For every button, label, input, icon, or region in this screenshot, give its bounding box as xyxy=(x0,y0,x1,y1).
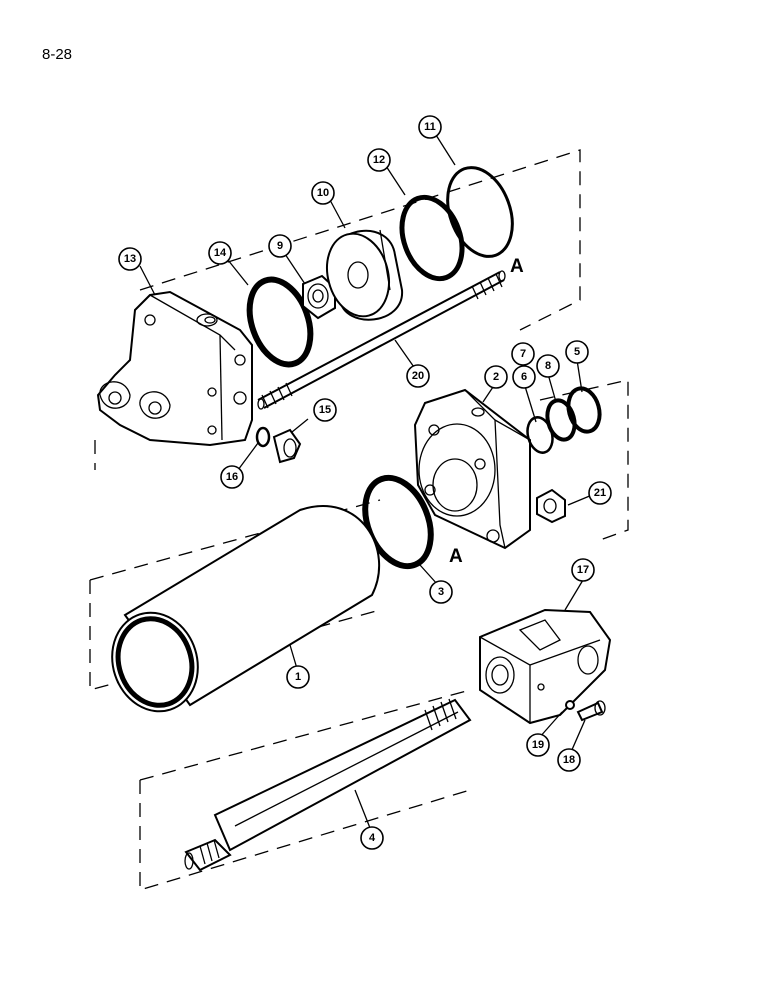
svg-text:1: 1 xyxy=(295,671,301,683)
rod-clevis xyxy=(479,608,612,725)
tie-rod xyxy=(257,270,506,410)
callout-6: 6 xyxy=(512,365,536,389)
svg-text:21: 21 xyxy=(594,487,606,499)
svg-text:6: 6 xyxy=(521,371,527,383)
tie-rod-nut xyxy=(536,488,566,524)
callout-13: 13 xyxy=(118,247,142,271)
svg-text:10: 10 xyxy=(317,187,329,199)
wiper-5 xyxy=(566,386,602,434)
callout-3: 3 xyxy=(429,580,453,604)
dashed-group-lower xyxy=(139,689,471,891)
rod-end-cap xyxy=(413,388,531,550)
svg-text:9: 9 xyxy=(277,240,283,252)
callout-16: 16 xyxy=(220,465,244,489)
callout-20: 20 xyxy=(406,364,430,388)
svg-text:17: 17 xyxy=(577,564,589,576)
callout-12: 12 xyxy=(367,148,391,172)
callout-8: 8 xyxy=(536,354,560,378)
svg-text:2: 2 xyxy=(493,371,499,383)
callout-19: 19 xyxy=(526,733,550,757)
callout-4: 4 xyxy=(360,826,384,850)
svg-text:7: 7 xyxy=(520,348,526,360)
svg-text:20: 20 xyxy=(412,370,424,382)
callout-1: 1 xyxy=(286,665,310,689)
dashed-group-upper xyxy=(94,149,581,470)
svg-text:13: 13 xyxy=(124,253,136,265)
callout-11: 11 xyxy=(418,115,442,139)
ball-19 xyxy=(565,700,575,710)
port-fitting xyxy=(272,428,302,464)
o-ring-16 xyxy=(255,426,271,448)
reference-mark-a-upper: A xyxy=(510,256,524,277)
svg-text:4: 4 xyxy=(369,832,376,844)
callout-17: 17 xyxy=(571,558,595,582)
seal-ring-12 xyxy=(399,194,465,282)
callout-15: 15 xyxy=(313,398,337,422)
leader-lines xyxy=(139,134,593,829)
svg-text:3: 3 xyxy=(438,586,444,598)
page-number: 8-28 xyxy=(42,46,73,63)
callout-2: 2 xyxy=(484,365,508,389)
svg-text:14: 14 xyxy=(214,247,227,259)
callout-14: 14 xyxy=(208,241,232,265)
svg-text:15: 15 xyxy=(319,404,331,416)
reference-mark-a-lower: A xyxy=(449,546,463,567)
callout-10: 10 xyxy=(311,181,335,205)
svg-text:18: 18 xyxy=(563,754,575,766)
callout-5: 5 xyxy=(565,340,589,364)
o-ring-14 xyxy=(246,276,314,368)
callout-7: 7 xyxy=(511,342,535,366)
svg-text:12: 12 xyxy=(373,154,385,166)
svg-text:11: 11 xyxy=(424,121,436,133)
wear-ring-11 xyxy=(446,166,514,258)
callout-9: 9 xyxy=(268,234,292,258)
svg-text:16: 16 xyxy=(226,471,238,483)
svg-text:8: 8 xyxy=(545,360,551,372)
callout-21: 21 xyxy=(588,481,612,505)
svg-text:19: 19 xyxy=(532,739,544,751)
cylinder-barrel xyxy=(111,505,381,713)
piston-rod xyxy=(184,698,472,872)
set-screw-18 xyxy=(576,700,606,722)
piston-nut xyxy=(302,274,336,320)
piston xyxy=(326,229,404,321)
base-end-cap xyxy=(96,290,253,447)
callout-18: 18 xyxy=(557,748,581,772)
svg-text:5: 5 xyxy=(574,346,580,358)
